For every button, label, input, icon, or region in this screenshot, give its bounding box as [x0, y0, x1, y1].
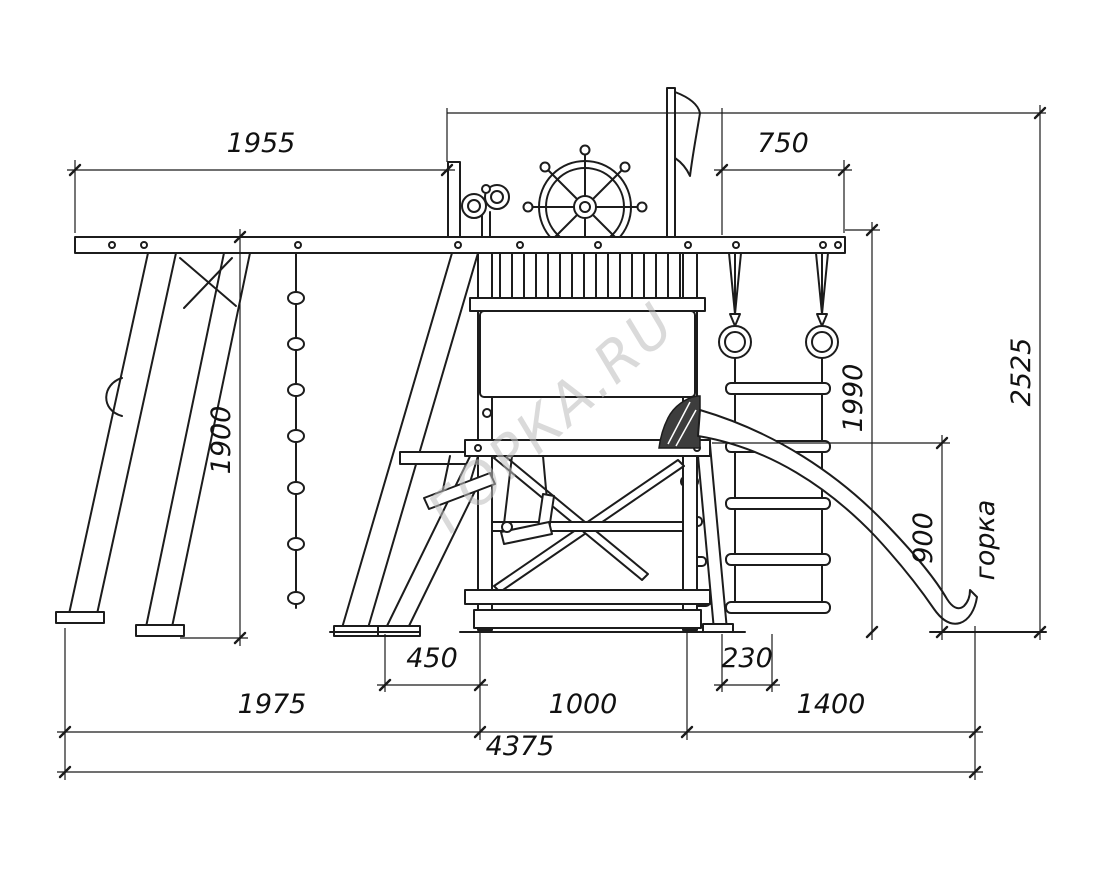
dim-label-1955: 1955	[227, 128, 296, 159]
dim-label-1975: 1975	[238, 689, 307, 720]
hand-grip	[105, 377, 123, 417]
binoculars	[461, 184, 510, 251]
slide-label: горка	[970, 500, 1001, 581]
left-foot-pad	[135, 624, 185, 637]
bottom-sill	[473, 609, 702, 629]
play-tower	[464, 252, 711, 631]
tower-back-post	[447, 161, 461, 238]
dim-total-width: 4375	[57, 731, 983, 779]
dim-label-230: 230	[721, 643, 773, 674]
safety-panel	[479, 310, 696, 398]
bottom-beam	[464, 589, 711, 605]
dim-label-2525: 2525	[1006, 338, 1037, 407]
dim-label-4375: 4375	[486, 731, 555, 762]
dim-total-height: 2525	[1006, 105, 1047, 640]
dimensions: 1955 750 2525 1990 1900	[57, 105, 1047, 780]
dim-mid-leg-offset: 450	[377, 643, 488, 692]
swing-board	[423, 472, 496, 510]
toddler-seat	[500, 521, 553, 545]
dim-label-750: 750	[757, 128, 809, 159]
dim-bottom-chain: 1975 1000 1400	[57, 689, 983, 739]
dim-label-1900: 1900	[206, 406, 237, 475]
gym-ring	[805, 252, 839, 359]
dim-beam-height: 1990	[838, 222, 879, 640]
dim-platform-height: 900 горка	[908, 435, 1001, 640]
left-a-frame	[55, 252, 251, 637]
mid-rail	[491, 521, 684, 532]
dim-beam-right-span: 750	[714, 128, 852, 177]
platform-floor	[464, 439, 711, 457]
dim-beam-left-span: 1955	[67, 128, 455, 177]
left-foot-pad	[55, 611, 105, 624]
flag	[666, 87, 701, 238]
dim-label-900: 900	[908, 512, 939, 564]
dim-label-1400: 1400	[797, 689, 866, 720]
dim-left-height: 1900	[206, 229, 247, 646]
swing-beam	[74, 236, 846, 254]
dim-ladder-offset: 230	[714, 643, 780, 692]
dim-label-450: 450	[406, 643, 458, 674]
dim-label-1000: 1000	[549, 689, 618, 720]
railing-rail	[469, 297, 706, 312]
knotted-climbing-rope	[287, 252, 305, 609]
dim-label-1990: 1990	[838, 364, 869, 433]
gym-ring	[718, 252, 752, 359]
swing-seats	[423, 455, 555, 545]
